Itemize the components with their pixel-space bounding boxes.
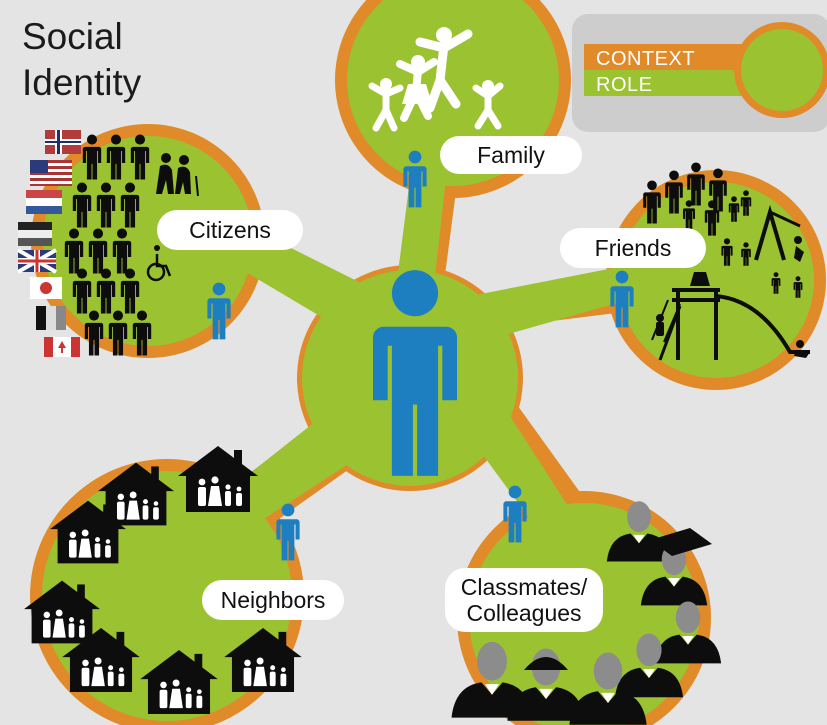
classmates-label-line-1: Classmates/: [460, 573, 588, 600]
friends-playground-kids: [656, 236, 810, 358]
classmates-icons: [451, 501, 722, 725]
hard-hat-icon: [524, 657, 568, 670]
classmates-label-line-2: Colleagues: [466, 600, 582, 626]
flag-icon: [18, 222, 52, 246]
elderly-couple-icon: [156, 153, 199, 197]
citizens-label: Citizens: [157, 210, 303, 250]
flag-icon: [36, 306, 66, 330]
legend-role-label: ROLE: [596, 74, 653, 96]
title-line-2: Identity: [22, 62, 142, 103]
family-jumping-icon: [368, 27, 504, 132]
page-title: Social Identity: [22, 14, 141, 106]
slide-icon: [715, 294, 810, 354]
wheelchair-icon: [146, 245, 172, 282]
house-family-icon: [178, 446, 258, 512]
legend: CONTEXT ROLE: [572, 14, 827, 132]
canada-flag-icon: [44, 337, 80, 357]
friends-label: Friends: [560, 228, 706, 268]
netherlands-flag-icon: [26, 190, 62, 214]
neighbors-label: Neighbors: [202, 580, 344, 620]
family-label: Family: [440, 136, 582, 174]
legend-context-label: CONTEXT: [596, 48, 696, 70]
title-line-1: Social: [22, 16, 123, 57]
legend-graphic: [584, 22, 827, 118]
classmates-label: Classmates/ Colleagues: [445, 568, 603, 632]
uk-flag-icon: [16, 248, 58, 274]
usa-flag-icon: [30, 160, 72, 186]
norway-flag-icon: [45, 130, 81, 154]
flags: [16, 130, 81, 357]
japan-flag-icon: [30, 277, 62, 299]
playground-icon: [651, 204, 810, 361]
